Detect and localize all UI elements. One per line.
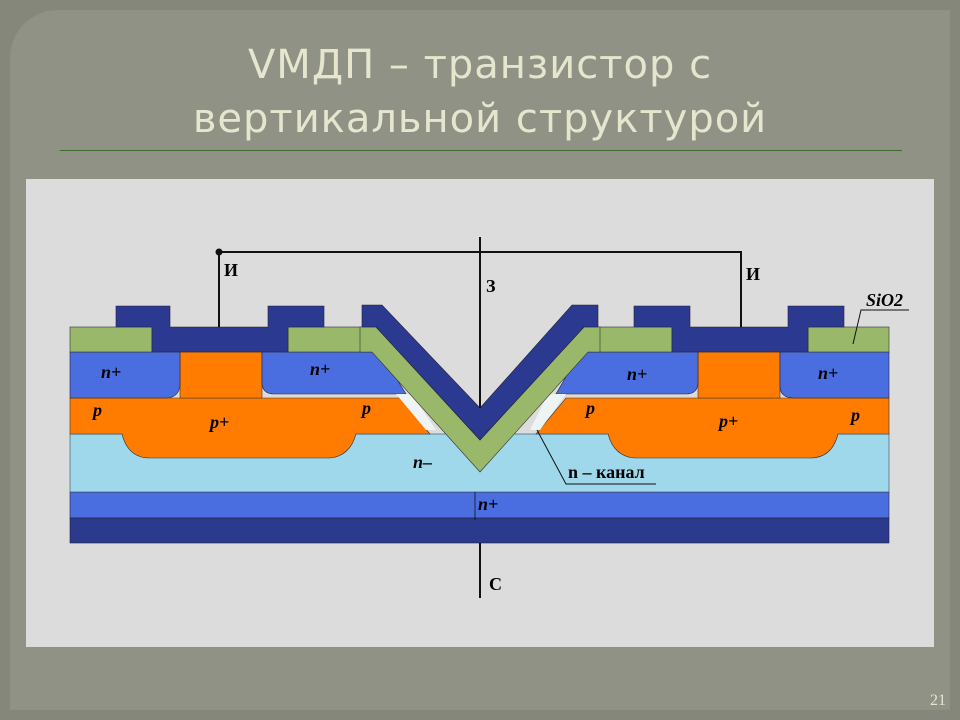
slide-title-line-2: вертикальной структурой bbox=[192, 96, 768, 142]
channel-callout-line bbox=[536, 429, 656, 485]
p-plus-right bbox=[697, 351, 781, 399]
label-source-left: И bbox=[224, 260, 238, 280]
n-plus-right-2 bbox=[779, 351, 890, 399]
n-plus-substrate-layer bbox=[69, 491, 890, 519]
label-n-plus-right-2: n+ bbox=[818, 363, 838, 383]
source-metal-right bbox=[633, 305, 845, 353]
p-body-right bbox=[535, 397, 890, 459]
n-plus-left-2 bbox=[261, 351, 407, 395]
label-gate: З bbox=[486, 276, 496, 296]
title-divider bbox=[60, 150, 902, 151]
channel-region-right bbox=[530, 394, 566, 430]
n-plus-left-1 bbox=[69, 351, 181, 399]
source-terminal-node bbox=[215, 248, 223, 256]
oxide-pad-left bbox=[69, 326, 153, 353]
drain-metal-layer bbox=[69, 517, 890, 544]
vmos-cross-section: И И З С n+ n+ n+ n+ p p+ p p p+ p n– n+ … bbox=[69, 237, 909, 598]
source-metal-left bbox=[115, 305, 325, 353]
label-n-plus-left-1: n+ bbox=[101, 362, 121, 382]
p-plus-left bbox=[179, 351, 263, 399]
label-p-plus-right: p+ bbox=[717, 411, 738, 431]
p-body-left bbox=[69, 397, 431, 459]
gate-metal-v-groove bbox=[361, 304, 599, 441]
label-p-left-2: p bbox=[360, 398, 371, 418]
channel-region-left bbox=[396, 394, 436, 430]
label-source-right: И bbox=[746, 264, 760, 284]
label-p-right-2: p bbox=[849, 405, 860, 425]
n-plus-right-1 bbox=[555, 351, 699, 395]
label-n-plus-right-1: n+ bbox=[627, 364, 647, 384]
label-channel: n – канал bbox=[568, 462, 645, 482]
slide-title-line-1: VМДП – транзистор с bbox=[247, 42, 713, 88]
label-oxide: SiO2 bbox=[866, 290, 903, 310]
diagram-panel: И И З С n+ n+ n+ n+ p p+ p p p+ p n– n+ … bbox=[26, 179, 934, 647]
label-p-plus-left: p+ bbox=[208, 412, 229, 432]
label-n-minus: n– bbox=[413, 452, 432, 472]
oxide-callout-line bbox=[852, 309, 909, 345]
label-drain: С bbox=[489, 574, 502, 594]
label-p-left-1: p bbox=[91, 400, 102, 420]
label-n-plus-left-2: n+ bbox=[310, 359, 330, 379]
label-p-right-1: p bbox=[584, 398, 595, 418]
page-number: 21 bbox=[930, 692, 946, 709]
oxide-pad-right bbox=[807, 326, 890, 353]
label-n-plus-substrate: n+ bbox=[478, 494, 498, 514]
